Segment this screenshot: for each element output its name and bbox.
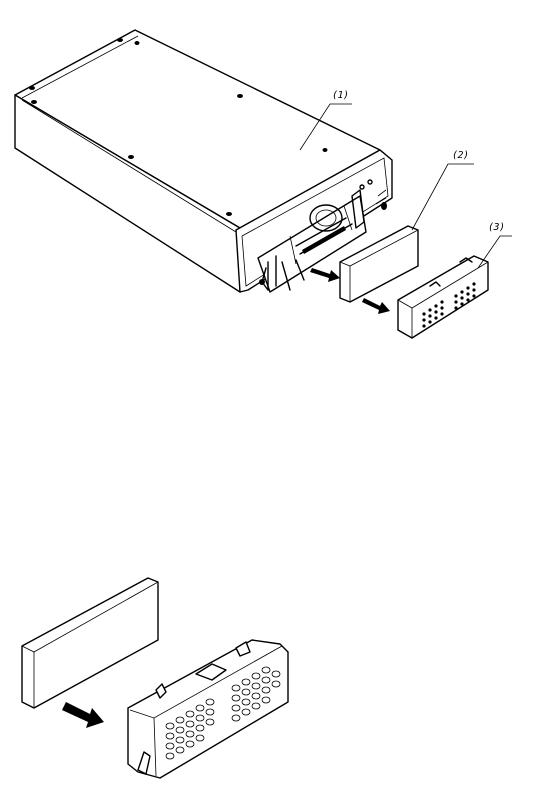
callout-chassis: (1) bbox=[332, 90, 349, 101]
module-chassis bbox=[15, 30, 392, 292]
arrow-icon bbox=[310, 268, 340, 282]
callout-cover: (3) bbox=[488, 222, 505, 233]
arrow-icon bbox=[362, 298, 390, 314]
filter-pad-large bbox=[22, 578, 158, 708]
callout-filter: (2) bbox=[452, 150, 469, 161]
arrow-icon bbox=[62, 702, 104, 728]
filter-cover-large bbox=[128, 640, 288, 778]
